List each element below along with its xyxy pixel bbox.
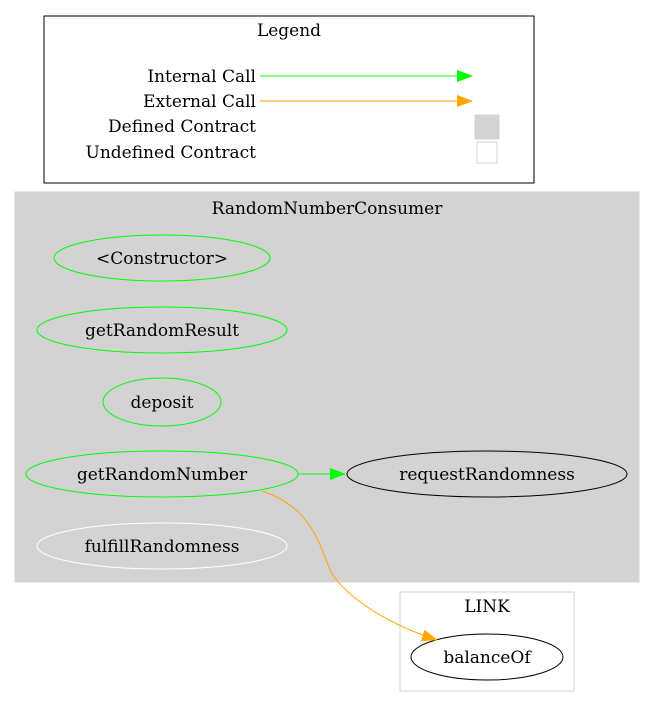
node-label: fulfillRandomness xyxy=(85,537,240,557)
function-node-get-random-result[interactable]: getRandomResult xyxy=(36,306,288,354)
node-ellipse xyxy=(102,377,222,427)
function-node-balance-of[interactable]: balanceOf xyxy=(410,633,564,681)
contract-cluster-link: LINK balanceOf xyxy=(399,591,575,692)
node-label: deposit xyxy=(130,393,193,413)
contract-cluster-border xyxy=(399,591,575,692)
node-ellipse xyxy=(410,633,564,681)
legend-box: Legend Internal Call External Call Defin… xyxy=(43,15,535,184)
legend-label-external-call: External Call xyxy=(143,92,256,112)
legend-label-defined-contract: Defined Contract xyxy=(108,117,256,137)
function-node-fulfill-randomness[interactable]: fulfillRandomness xyxy=(36,522,288,570)
edge-external-call-get-random-number-to-balance-of xyxy=(261,490,438,642)
node-ellipse xyxy=(36,306,288,354)
node-label: balanceOf xyxy=(443,648,532,668)
node-label: <Constructor> xyxy=(96,249,228,269)
legend-title: Legend xyxy=(257,21,321,41)
node-label: getRandomNumber xyxy=(77,465,248,485)
contract-title: LINK xyxy=(464,597,510,617)
node-label: getRandomResult xyxy=(85,321,239,341)
contract-title: RandomNumberConsumer xyxy=(212,199,444,219)
node-ellipse xyxy=(53,234,271,282)
function-node-deposit[interactable]: deposit xyxy=(102,377,222,427)
legend-label-undefined-contract: Undefined Contract xyxy=(86,143,257,163)
contract-cluster-random-number-consumer: RandomNumberConsumer <Constructor> getRa… xyxy=(14,191,640,583)
legend-defined-contract-swatch xyxy=(474,114,500,140)
function-node-constructor[interactable]: <Constructor> xyxy=(53,234,271,282)
node-ellipse xyxy=(346,450,628,498)
legend-undefined-contract-swatch xyxy=(476,141,498,164)
node-label: requestRandomness xyxy=(399,465,575,485)
legend-border xyxy=(43,15,535,184)
legend-label-internal-call: Internal Call xyxy=(147,67,256,87)
contract-cluster-background xyxy=(14,191,640,583)
function-node-request-randomness[interactable]: requestRandomness xyxy=(346,450,628,498)
node-ellipse xyxy=(36,522,288,570)
